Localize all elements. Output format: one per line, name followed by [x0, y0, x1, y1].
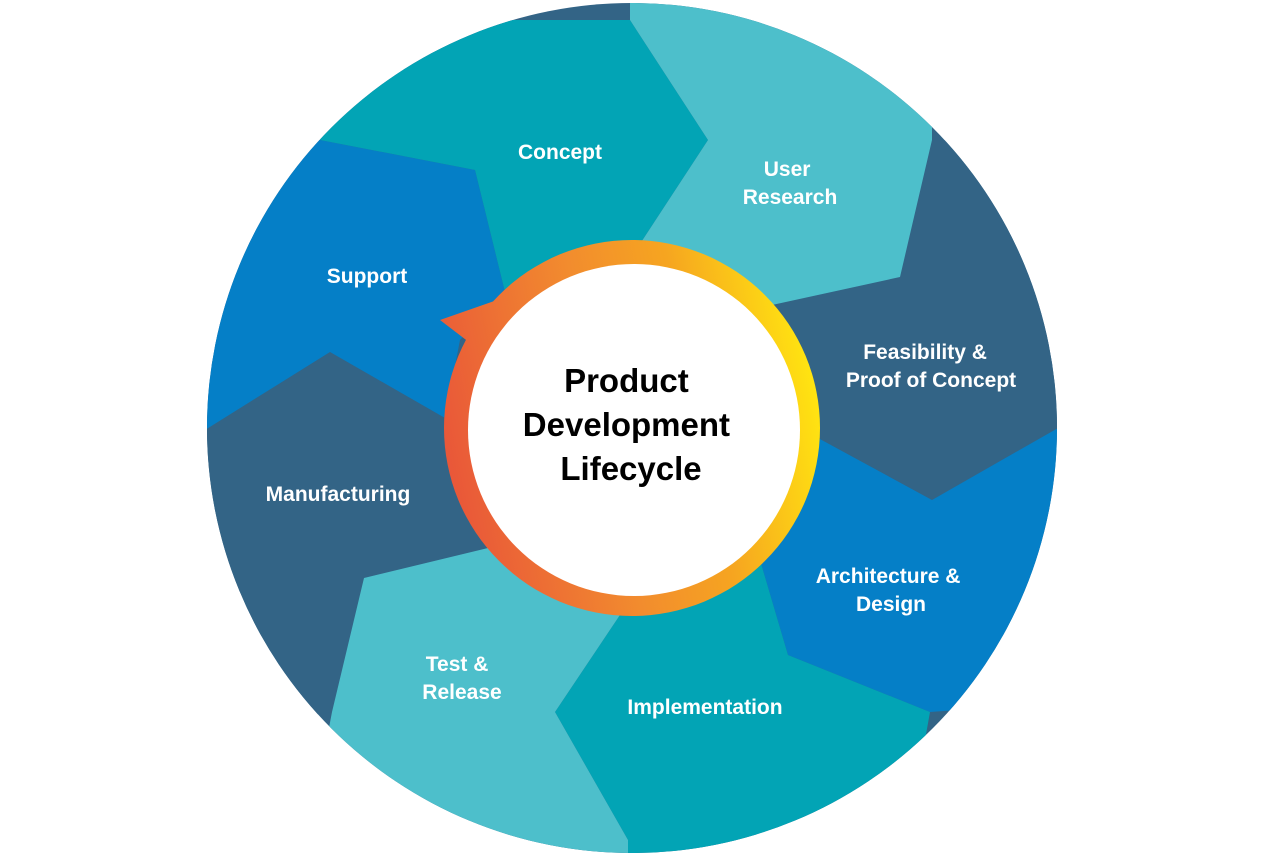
stage-label-line: Research	[743, 186, 838, 209]
stage-label-user-research: User Research	[743, 158, 838, 209]
center-circle	[468, 264, 800, 596]
stage-label-line: Support	[327, 265, 407, 288]
stage-label-implementation: Implementation	[627, 696, 782, 719]
stage-segments	[207, 3, 1057, 853]
center-title: Product Development Lifecycle	[523, 362, 739, 487]
stage-label-architecture: Architecture & Design	[816, 565, 967, 616]
stage-label-concept: Concept	[518, 141, 602, 164]
center-title-line: Development	[523, 406, 730, 443]
segment-implementation	[555, 560, 930, 853]
stage-label-support: Support	[327, 265, 407, 288]
stage-label-line: Implementation	[627, 696, 782, 719]
stage-label-feasibility: Feasibility & Proof of Concept	[846, 341, 1016, 392]
stage-label-line: Test &	[426, 653, 489, 676]
stage-label-line: Feasibility &	[863, 341, 987, 364]
stage-label-manufacturing: Manufacturing	[266, 483, 411, 506]
segment-concept	[320, 20, 708, 292]
center-title-line: Product	[564, 362, 689, 399]
segment-user-research	[630, 3, 932, 305]
stage-label-test-release: Test & Release	[422, 653, 501, 704]
center-title-line: Lifecycle	[560, 450, 701, 487]
stage-label-line: Design	[856, 593, 926, 616]
stage-label-line: Proof of Concept	[846, 369, 1016, 392]
stage-label-line: Release	[422, 681, 501, 704]
stage-label-line: Manufacturing	[266, 483, 411, 506]
stage-label-line: Architecture &	[816, 565, 961, 588]
stage-label-line: User	[764, 158, 811, 181]
stage-label-line: Concept	[518, 141, 602, 164]
